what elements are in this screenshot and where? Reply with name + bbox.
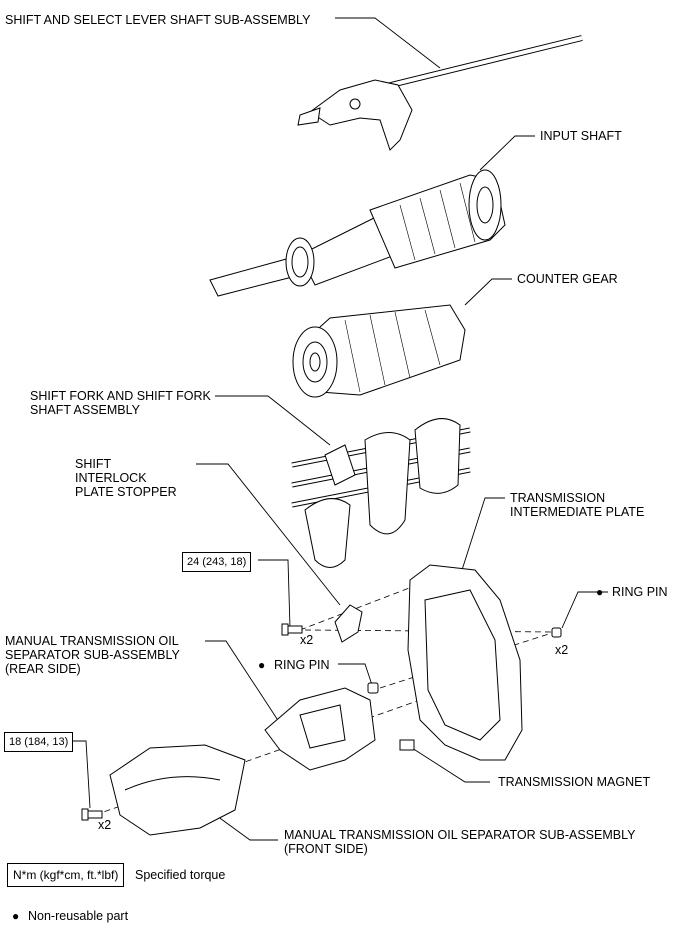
non-reusable-marker: ● xyxy=(258,658,266,672)
label-ring-pin-right: RING PIN xyxy=(612,585,668,599)
legend-torque-desc: Specified torque xyxy=(135,868,226,882)
legend-torque-box: N*m (kgf*cm, ft.*lbf) xyxy=(7,863,125,887)
input-shaft-drawing xyxy=(209,169,506,297)
interlock-stopper-drawing xyxy=(281,604,363,643)
ring-pin-drawings xyxy=(367,627,562,694)
qty-bolt-lower: x2 xyxy=(98,818,112,832)
label-shift-fork-assembly: SHIFT FORK AND SHIFT FORK SHAFT ASSEMBLY xyxy=(30,389,211,417)
label-input-shaft: INPUT SHAFT xyxy=(540,129,622,143)
non-reusable-marker: ● xyxy=(596,585,604,599)
intermediate-plate-drawing xyxy=(407,564,523,761)
counter-gear-drawing xyxy=(292,304,466,398)
label-intermediate-plate: TRANSMISSION INTERMEDIATE PLATE xyxy=(510,491,645,519)
oil-separator-front-drawing xyxy=(109,744,246,836)
torque-box-lower: 18 (184, 13) xyxy=(4,732,74,752)
qty-bolt-upper: x2 xyxy=(300,633,314,647)
label-oil-separator-front: MANUAL TRANSMISSION OIL SEPARATOR SUB-AS… xyxy=(284,828,636,856)
label-counter-gear: COUNTER GEAR xyxy=(517,272,618,286)
legend-nonreusable-desc: Non-reusable part xyxy=(28,909,129,923)
label-interlock-stopper: SHIFT INTERLOCK PLATE STOPPER xyxy=(75,457,177,499)
lower-bolt-drawing xyxy=(81,808,103,821)
magnet-drawing xyxy=(399,739,415,751)
label-oil-separator-rear: MANUAL TRANSMISSION OIL SEPARATOR SUB-AS… xyxy=(5,634,180,676)
label-ring-pin-mid: RING PIN xyxy=(274,658,330,672)
legend-nonreusable-symbol: ● xyxy=(12,909,20,923)
label-transmission-magnet: TRANSMISSION MAGNET xyxy=(498,775,651,789)
oil-separator-rear-drawing xyxy=(264,687,376,771)
shift-fork-assembly-drawing xyxy=(291,418,471,568)
qty-ring-pin-right: x2 xyxy=(555,643,569,657)
torque-box-upper: 24 (243, 18) xyxy=(182,552,252,572)
label-shift-select-lever: SHIFT AND SELECT LEVER SHAFT SUB-ASSEMBL… xyxy=(5,13,311,27)
shift-select-lever-shaft-drawing xyxy=(297,35,583,151)
